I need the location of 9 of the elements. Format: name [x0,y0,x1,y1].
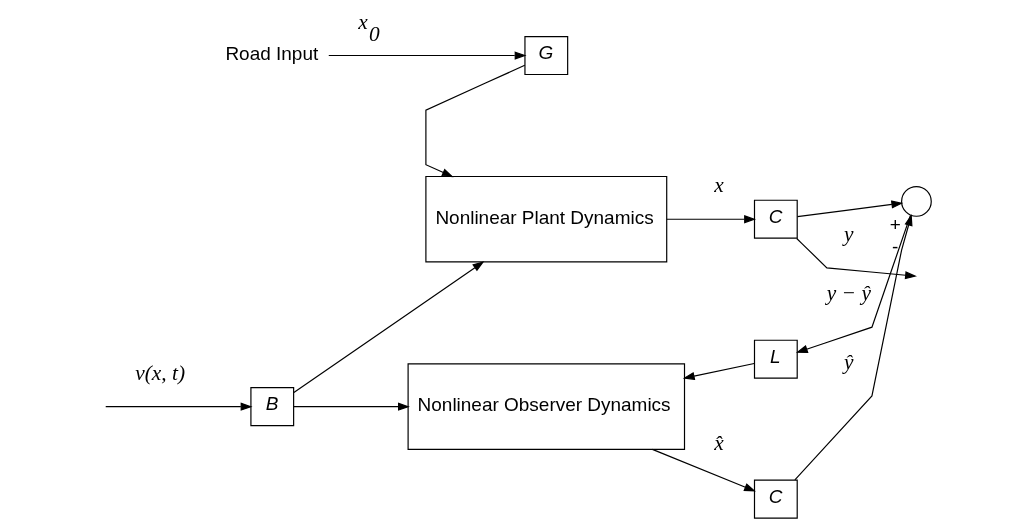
node-label: + [889,214,901,236]
edge-label: x [714,173,724,198]
edge-label: ŷ [844,350,854,375]
edge-label: v(x, t) [135,360,186,385]
node-text: Road Input [225,43,319,65]
edge-label: y − ŷ [826,281,871,306]
node-label: - [892,235,899,257]
edge-label: y [844,222,854,247]
edge-label: x̂ [714,430,724,455]
